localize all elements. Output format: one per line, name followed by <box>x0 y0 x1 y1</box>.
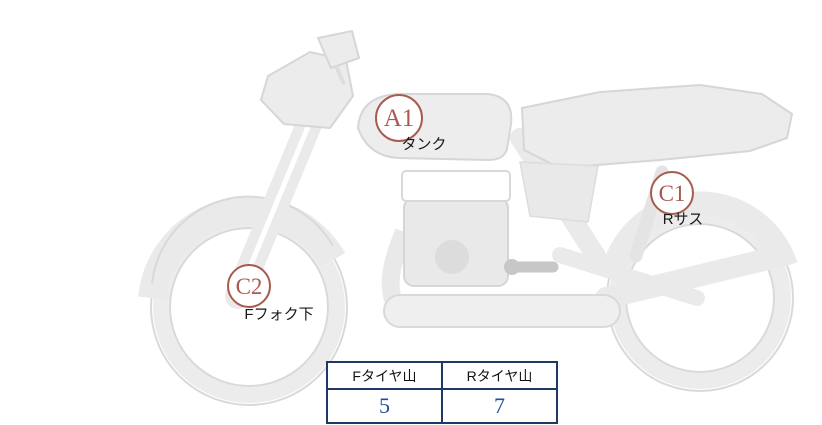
marker-c2-code: C2 <box>235 273 263 299</box>
marker-a1-code: A1 <box>383 104 415 132</box>
rear-tire-value: 7 <box>441 388 558 424</box>
front-tire-header: Fタイヤ山 <box>326 361 443 390</box>
marker-c2-label: Fフォク下 <box>244 306 314 323</box>
tire-tread-table: Fタイヤ山 Rタイヤ山 5 7 <box>326 361 558 424</box>
tire-tread-value-row: 5 7 <box>326 388 558 424</box>
front-tire-value: 5 <box>326 388 443 424</box>
marker-a1-label: タンク <box>401 136 447 153</box>
marker-c1: C1 <box>650 171 694 215</box>
marker-c1-label: Rサス <box>662 211 704 228</box>
marker-c2: C2 <box>227 264 271 308</box>
tire-tread-header-row: Fタイヤ山 Rタイヤ山 <box>326 361 558 390</box>
marker-a1: A1 <box>375 94 423 142</box>
marker-c1-code: C1 <box>658 180 686 206</box>
rear-tire-header: Rタイヤ山 <box>441 361 558 390</box>
